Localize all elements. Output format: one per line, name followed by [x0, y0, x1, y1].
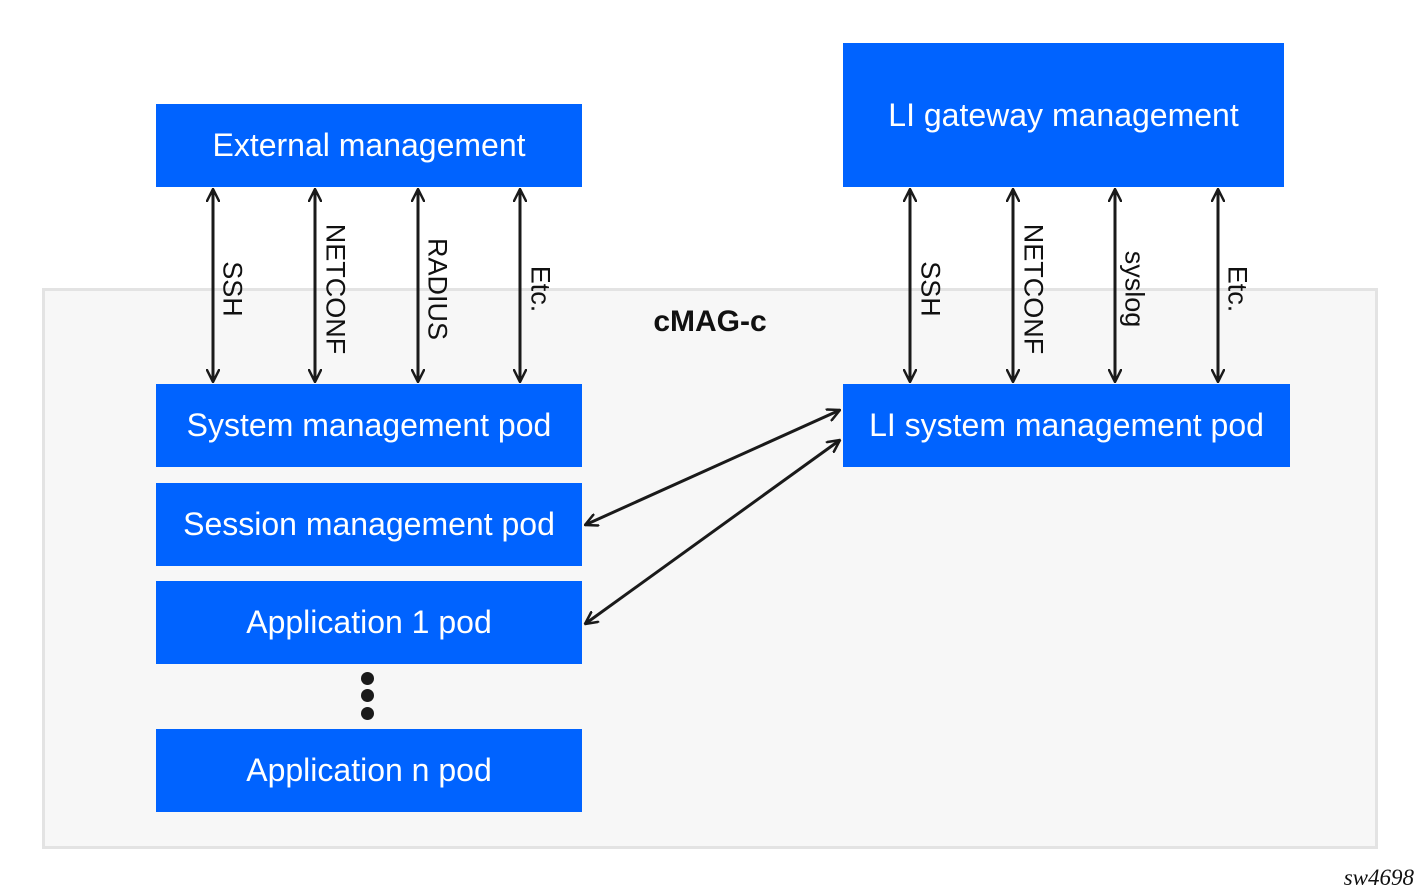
ellipsis-dot	[361, 689, 374, 702]
external-management-box: External management	[156, 104, 582, 187]
system-management-pod-label: System management pod	[186, 407, 552, 443]
right-protocol-ssh: SSH	[915, 261, 946, 317]
right-protocol-syslog: syslog	[1119, 250, 1150, 328]
session-management-pod-box: Session management pod	[156, 483, 582, 566]
container-label: cMAG-c	[653, 305, 767, 338]
li-system-management-pod-label: LI system management pod	[869, 407, 1264, 443]
left-protocol-netconf: NETCONF	[320, 223, 351, 355]
li-gateway-management-label: LI gateway management	[888, 96, 1239, 133]
application-1-pod-label: Application 1 pod	[246, 604, 492, 640]
right-protocol-etc: Etc.	[1222, 265, 1253, 313]
system-management-pod-box: System management pod	[156, 384, 582, 467]
left-protocol-etc: Etc.	[525, 265, 556, 313]
ellipsis-dot	[361, 707, 374, 720]
application-n-pod-label: Application n pod	[246, 752, 492, 788]
external-management-label: External management	[212, 127, 526, 163]
session-management-pod-label: Session management pod	[183, 506, 555, 542]
application-to-li-pod-arrow	[585, 440, 840, 624]
application-1-pod-box: Application 1 pod	[156, 581, 582, 664]
left-protocol-radius: RADIUS	[422, 237, 453, 341]
ellipsis-dot	[361, 672, 374, 685]
left-protocol-ssh: SSH	[217, 261, 248, 317]
right-protocol-netconf: NETCONF	[1018, 223, 1049, 355]
figure-id: sw4698	[1343, 865, 1414, 890]
application-n-pod-box: Application n pod	[156, 729, 582, 812]
li-gateway-management-box: LI gateway management	[843, 43, 1284, 187]
li-system-management-pod-box: LI system management pod	[843, 384, 1290, 467]
